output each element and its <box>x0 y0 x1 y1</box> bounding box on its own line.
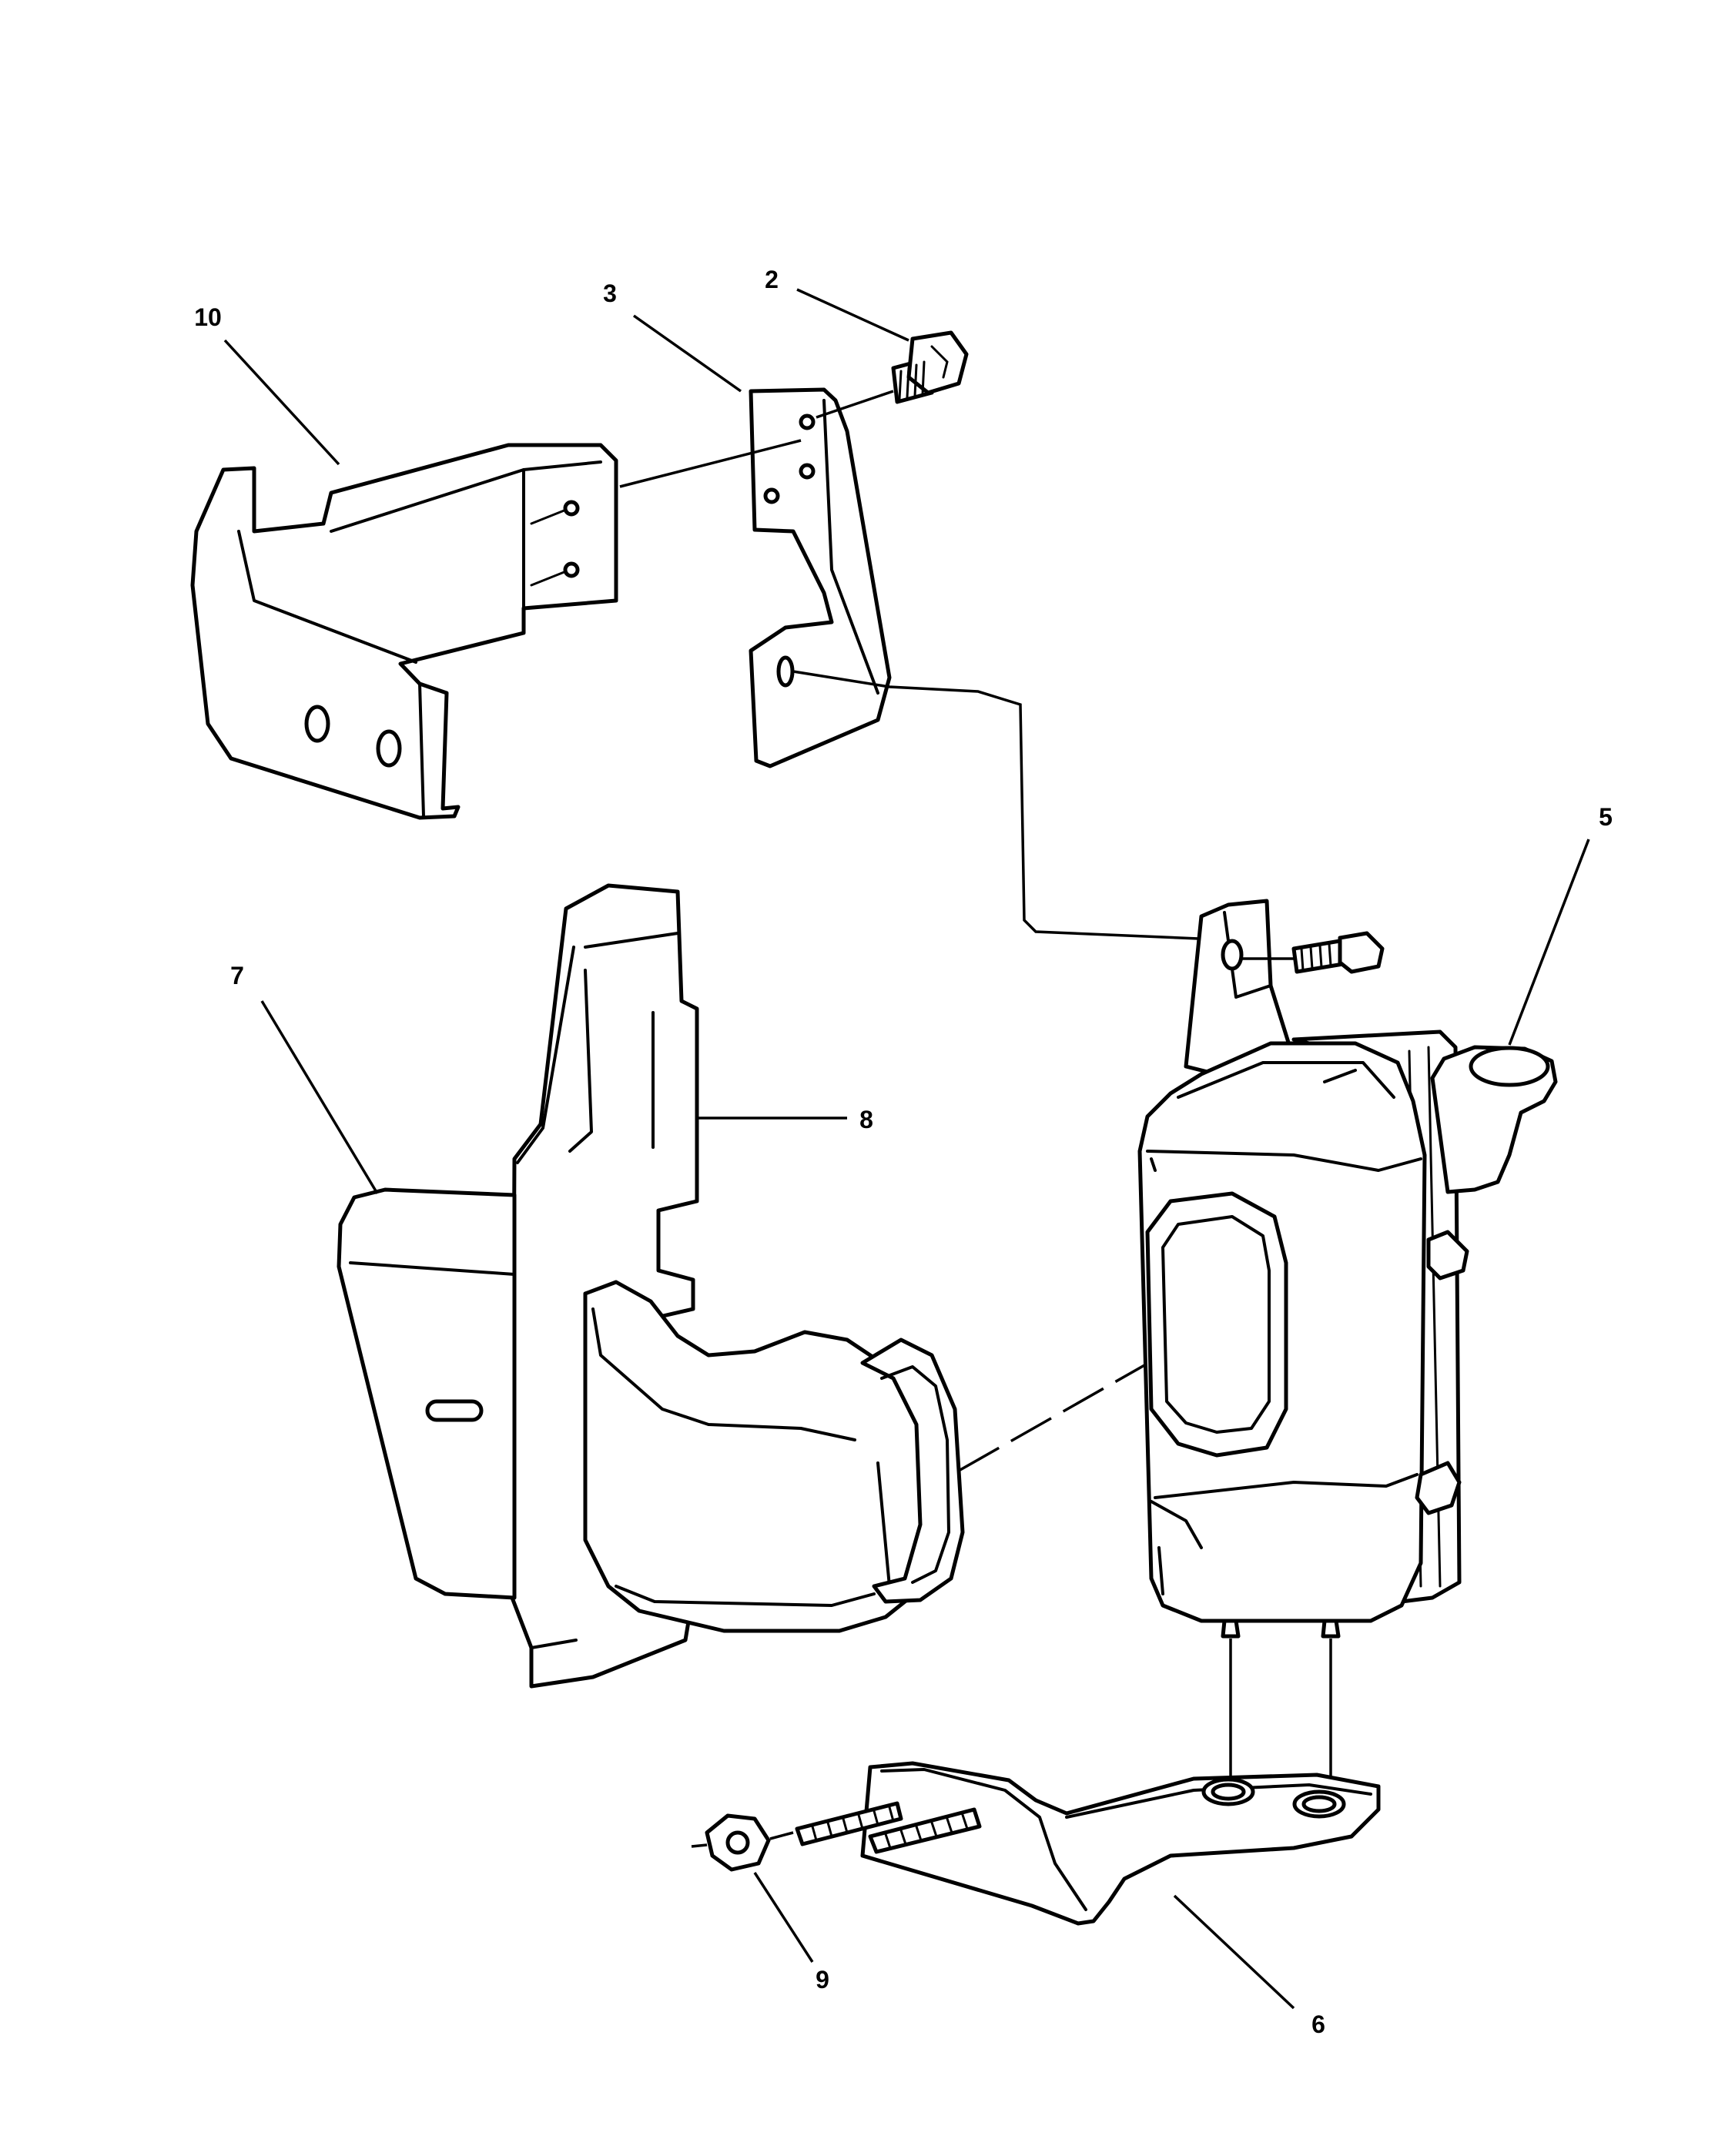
bolt-part-2 <box>891 330 969 404</box>
airbox-bolt <box>1240 931 1385 974</box>
assembly-line-top <box>619 439 802 488</box>
threaded-studs <box>795 1801 982 1854</box>
callout-5: 5 <box>1599 803 1613 831</box>
callout-8: 8 <box>859 1106 873 1133</box>
air-cleaner-part-5 <box>1137 899 1558 1825</box>
callout-6: 6 <box>1311 2010 1325 2038</box>
callout-3: 3 <box>603 280 617 307</box>
lower-bracket-part-6 <box>860 1761 1381 1926</box>
callout-7: 7 <box>230 962 244 989</box>
assembly-line-bolt <box>816 390 894 419</box>
callout-9: 9 <box>816 1966 829 1994</box>
callout-2: 2 <box>765 266 779 293</box>
bracket-part-10 <box>190 443 618 820</box>
air-duct-part-8 <box>510 883 965 1689</box>
base-plate-part-7 <box>337 1187 517 1600</box>
assembly-line-side <box>792 670 1218 941</box>
bracket-part-3 <box>749 387 892 768</box>
nut-part-9 <box>691 1813 794 1872</box>
callout-leaders <box>223 288 1590 2010</box>
callout-10: 10 <box>194 303 222 331</box>
